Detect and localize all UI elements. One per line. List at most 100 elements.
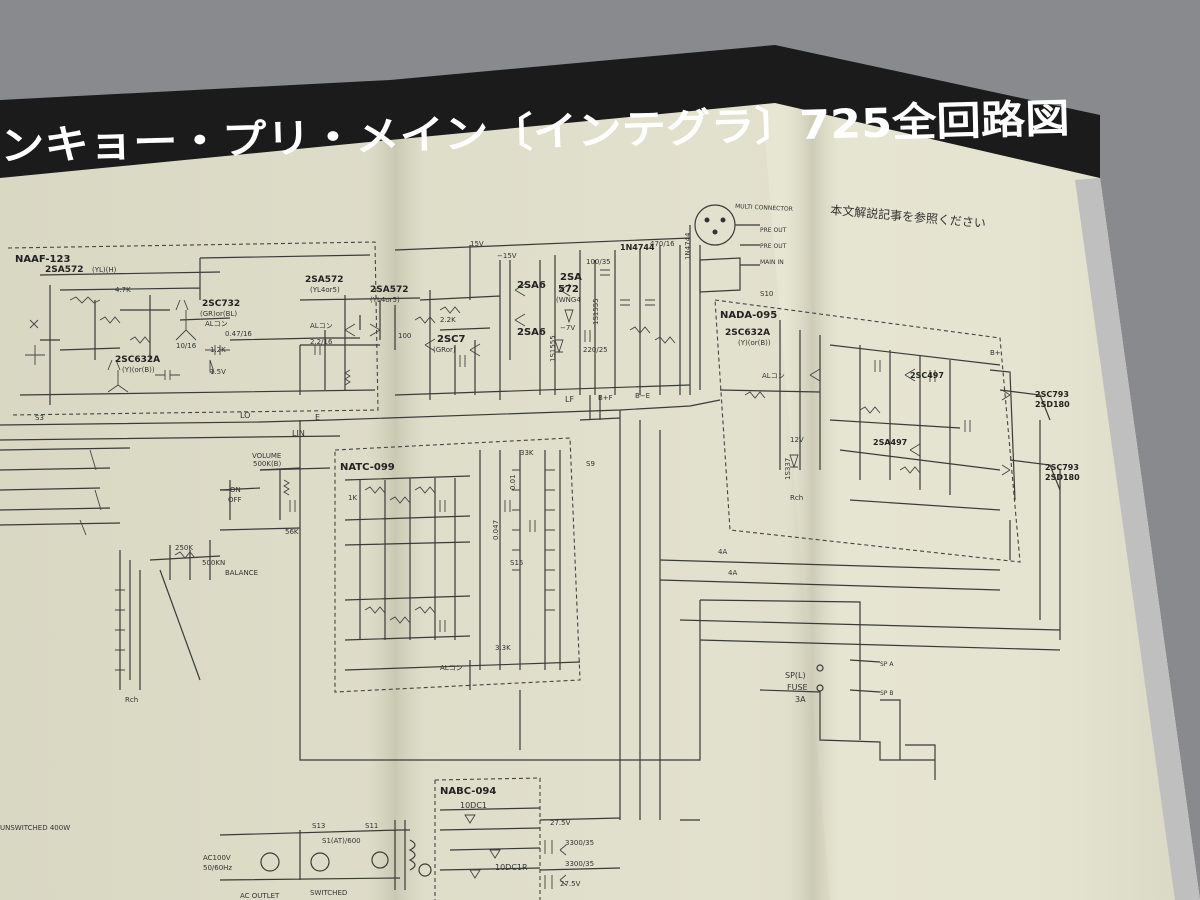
input-selector	[0, 447, 131, 536]
label-t7: 2SA6	[517, 280, 546, 291]
amp-stage	[299, 295, 421, 386]
label-t6b: (GRor)	[433, 346, 456, 354]
label-res100: 100	[398, 332, 411, 340]
label-t15b: 2SD180	[1045, 473, 1080, 482]
power-supply	[219, 807, 621, 890]
label-s15: S15	[510, 559, 523, 567]
label-t12: 2SC497	[910, 371, 944, 380]
label-cap470: 470/16	[650, 240, 675, 248]
label-cap220: 220/25	[583, 346, 608, 354]
label-lo: LO	[240, 411, 250, 420]
label-fuse-val: 3A	[795, 695, 806, 704]
label-d2: 1S1555	[592, 298, 600, 325]
label-s9: S9	[586, 460, 595, 468]
label-e: E	[315, 413, 320, 422]
multi-connector	[689, 204, 760, 395]
module-natc	[334, 437, 581, 693]
label-sp-b: SP B	[880, 690, 893, 697]
label-pre-out2: PRE OUT	[760, 243, 787, 250]
natc-label: NATC-099	[340, 462, 395, 473]
nada-wiring	[719, 320, 1061, 511]
module-naaf	[7, 241, 379, 416]
label-v12: 12V	[790, 436, 804, 444]
label-cap047: 0.47/16	[225, 330, 252, 338]
label-bpf: B+F	[598, 394, 613, 402]
label-fuse: FUSE	[787, 683, 808, 692]
module-nabc	[434, 777, 541, 900]
naaf-wiring	[19, 254, 376, 405]
label-c001: 0.01	[509, 474, 517, 490]
label-cap22: 2.2/16	[310, 338, 333, 346]
label-t11: 2SC632A	[725, 328, 770, 338]
label-t4: 2SA572	[305, 275, 344, 285]
label-bme: B−E	[635, 392, 650, 400]
module-nada	[714, 299, 1021, 563]
naaf-label: NAAF-123	[15, 254, 70, 265]
label-s10: S10	[760, 290, 773, 298]
label-d5: 1N4744	[684, 232, 692, 260]
label-d4: 1S1555	[549, 335, 557, 362]
label-t3b: (Y)(or(B))	[122, 366, 155, 374]
volume-balance	[115, 467, 301, 690]
label-t8: 2SA	[560, 272, 582, 283]
label-r56k: 56K	[285, 528, 299, 536]
label-bp: B+	[990, 349, 1001, 357]
label-al-con-natc: ALコン	[440, 664, 463, 672]
label-c0047: 0.047	[492, 520, 500, 540]
label-balance-val: 500KN	[202, 559, 225, 567]
label-v275b: 27.5V	[560, 880, 581, 888]
label-v275: 27.5V	[550, 819, 571, 827]
natc-wiring	[344, 450, 581, 690]
label-balance-val2: 250K	[175, 544, 193, 552]
paper-sheet	[0, 80, 1200, 900]
label-smt: S1(AT)/600	[322, 837, 361, 845]
label-v7: −7V	[560, 324, 575, 332]
label-volume: VOLUME	[252, 452, 281, 460]
label-ac-outlet: AC OUTLET	[240, 892, 280, 900]
label-t9b: (WNG4	[556, 296, 581, 304]
nada-label: NADA-095	[720, 310, 777, 321]
label-switched: SWITCHED	[310, 889, 347, 897]
label-t6: 2SC7	[437, 334, 465, 345]
label-lin: LIN	[292, 429, 305, 438]
label-t14: 2SC793	[1035, 390, 1069, 399]
label-t1b: (YL)(H)	[92, 266, 117, 274]
label-al-con: ALコン	[205, 320, 228, 328]
label-t5: 2SA572	[370, 285, 409, 295]
label-cap10: 10/16	[176, 342, 197, 350]
label-t1: 2SA572	[45, 265, 84, 275]
label-rch2: Rch	[125, 696, 138, 704]
label-res47k: 4.7K	[115, 286, 131, 294]
label-r33k: 33K	[520, 449, 534, 457]
label-t5b: (YL4or5)	[370, 296, 400, 304]
label-r1k: 1K	[348, 494, 357, 502]
label-rch: Rch	[790, 494, 803, 502]
label-fuse4a: 4A	[718, 548, 727, 556]
label-al-con2: ALコン	[310, 322, 333, 330]
title-banner	[0, 45, 1100, 178]
label-v55: 1.5V	[210, 368, 226, 376]
label-cap100: 100/35	[586, 258, 611, 266]
label-c3300: 3300/35	[565, 839, 594, 847]
label-d1: 1N4744	[620, 243, 655, 252]
label-sp-l: SP(L)	[785, 671, 806, 680]
label-t13: 2SA497	[873, 438, 907, 447]
label-v15b: 15V	[470, 240, 484, 248]
tone-amp	[394, 237, 691, 400]
label-t14b: 2SD180	[1035, 400, 1070, 409]
label-t2b: (GR)or(BL)	[200, 310, 237, 318]
nabc-label: NABC-094	[440, 786, 496, 797]
label-lf: LF	[565, 395, 574, 404]
label-sp-a: SP A	[880, 661, 894, 668]
label-volume-val: 500K(B)	[253, 460, 281, 468]
label-pre-out: PRE OUT	[760, 227, 787, 234]
label-t4b: (YL4or5)	[310, 286, 340, 294]
label-c10dc2: 10DC1R	[495, 863, 528, 872]
label-al-con3: ALコン	[762, 372, 785, 380]
label-t2: 2SC732	[202, 299, 240, 309]
bus-lines	[0, 395, 1061, 821]
label-balance: BALANCE	[225, 569, 258, 577]
label-ac100: AC100V	[203, 854, 231, 862]
label-t11b: (Y)(or(B))	[738, 339, 771, 347]
label-v15: −15V	[497, 252, 517, 260]
